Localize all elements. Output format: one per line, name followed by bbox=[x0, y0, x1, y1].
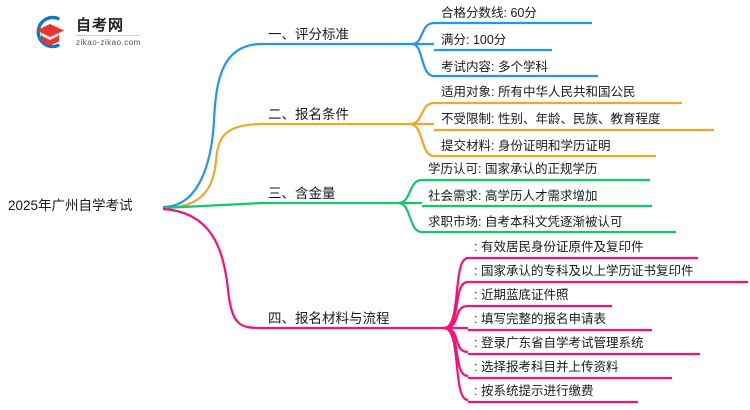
leaf-label-4-5[interactable]: : 登录广东省自学考试管理系统 bbox=[474, 336, 644, 350]
leaf-label-4-1[interactable]: : 有效居民身份证原件及复印件 bbox=[474, 240, 644, 254]
leaf-label-4-2[interactable]: : 国家承认的专科及以上学历证书复印件 bbox=[474, 264, 694, 278]
branch-label-3[interactable]: 三、含金量 bbox=[268, 186, 336, 201]
connector-branch-1 bbox=[162, 21, 598, 209]
leaf-label-3-1[interactable]: 学历认可: 国家承认的正规学历 bbox=[428, 162, 598, 176]
leaf-label-2-1[interactable]: 适用对象: 所有中华人民共和国公民 bbox=[441, 85, 636, 99]
logo-title: 自考网 bbox=[76, 18, 141, 36]
branch-label-4[interactable]: 四、报名材料与流程 bbox=[268, 311, 390, 326]
logo-subtitle: zikao-zikao.com bbox=[76, 37, 141, 47]
connector-branch-2 bbox=[162, 101, 714, 210]
leaf-label-2-3[interactable]: 提交材料: 身份证明和学历证明 bbox=[441, 139, 611, 153]
graduation-cap-in-circle-icon bbox=[30, 13, 70, 51]
connector-branch-3 bbox=[162, 178, 676, 234]
leaf-label-3-2[interactable]: 社会需求: 高学历人才需求增加 bbox=[428, 189, 598, 203]
leaf-label-4-6[interactable]: : 选择报考科目并上传资料 bbox=[474, 360, 619, 374]
leaf-label-4-4[interactable]: : 填写完整的报名申请表 bbox=[474, 312, 606, 326]
leaf-label-1-1[interactable]: 合格分数线: 60分 bbox=[441, 6, 537, 20]
branch-label-2[interactable]: 二、报名条件 bbox=[268, 107, 349, 122]
root-node-label[interactable]: 2025年广州自学考试 bbox=[8, 198, 133, 213]
logo-text: 自考网 zikao-zikao.com bbox=[76, 18, 141, 47]
site-logo: 自考网 zikao-zikao.com bbox=[30, 12, 180, 52]
connector-branch-4 bbox=[162, 207, 748, 404]
leaf-label-1-2[interactable]: 满分: 100分 bbox=[441, 33, 507, 47]
leaf-label-2-2[interactable]: 不受限制: 性别、年龄、民族、教育程度 bbox=[441, 112, 661, 126]
branch-label-1[interactable]: 一、评分标准 bbox=[268, 27, 349, 42]
leaf-label-3-3[interactable]: 求职市场: 自考本科文凭逐渐被认可 bbox=[428, 215, 623, 229]
leaf-label-1-3[interactable]: 考试内容: 多个学科 bbox=[441, 60, 548, 74]
leaf-label-4-3[interactable]: : 近期蓝底证件照 bbox=[474, 288, 569, 302]
leaf-label-4-7[interactable]: : 按系统提示进行缴费 bbox=[474, 384, 594, 398]
